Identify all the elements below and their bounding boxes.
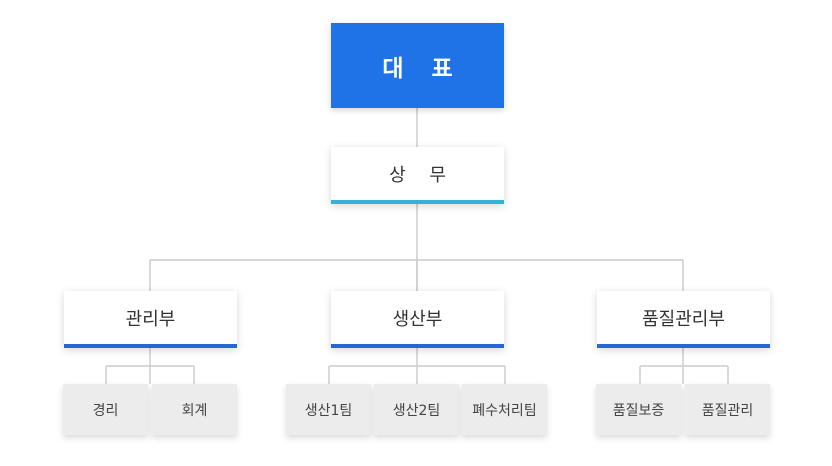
team-quality-control-node: 품질관리 <box>685 384 770 435</box>
team-production-2-node: 생산2팀 <box>374 384 459 435</box>
team-accounting-node: 경리 <box>63 384 148 435</box>
team-wastewater-node: 폐수처리팀 <box>462 384 547 435</box>
department-admin-node: 관리부 <box>64 291 237 348</box>
department-quality-node: 품질관리부 <box>597 291 770 348</box>
executive-node: 상 무 <box>331 147 504 204</box>
team-finance-node: 회계 <box>152 384 237 435</box>
department-production-node: 생산부 <box>331 291 504 348</box>
ceo-node: 대 표 <box>331 23 504 108</box>
team-production-1-node: 생산1팀 <box>286 384 371 435</box>
team-quality-assurance-node: 품질보증 <box>596 384 681 435</box>
